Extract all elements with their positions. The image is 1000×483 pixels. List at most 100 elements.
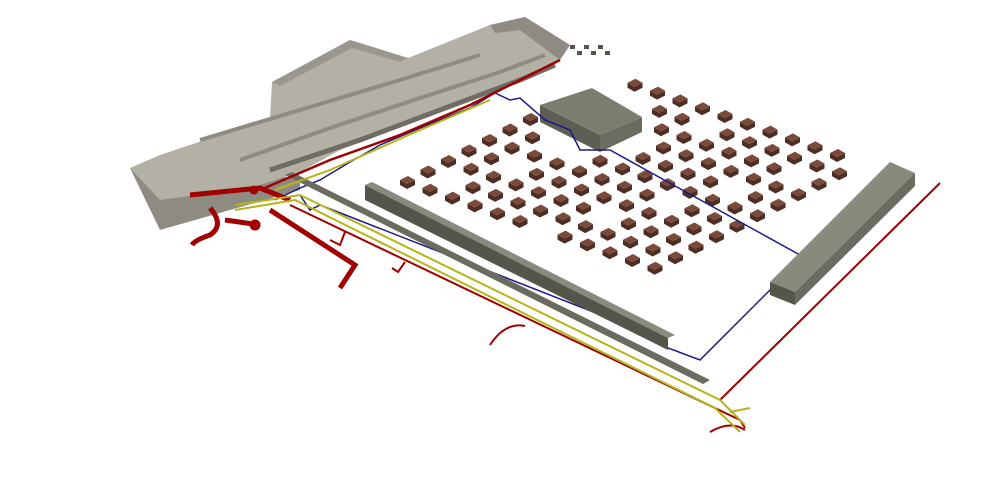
building-box-top	[627, 78, 643, 87]
building-box-side	[551, 179, 567, 189]
building-box-top	[602, 246, 618, 255]
building-box-top	[502, 123, 518, 132]
building-box-top	[551, 175, 567, 184]
building-box	[510, 196, 526, 210]
building-box-top	[832, 167, 847, 176]
building-box-side	[664, 218, 679, 228]
building-box	[770, 198, 786, 212]
building-box-side	[623, 239, 638, 249]
building-box-side	[674, 116, 690, 126]
building-box-top	[695, 102, 710, 111]
building-box-top	[490, 207, 505, 216]
building-box	[504, 141, 520, 155]
building-box-side	[770, 202, 786, 212]
building-box-top	[594, 173, 610, 181]
building-box-top	[666, 233, 681, 241]
building-box-top	[807, 141, 823, 150]
building-box	[684, 204, 700, 218]
building-box-top	[762, 125, 778, 134]
building-box	[400, 176, 415, 189]
building-box	[580, 238, 595, 252]
building-box-side	[486, 174, 501, 184]
building-box-side	[686, 226, 702, 236]
building-box	[508, 178, 524, 192]
building-box	[627, 78, 643, 92]
building-box-side	[533, 208, 548, 218]
building-box-top	[764, 143, 780, 152]
building-box-top	[557, 230, 573, 239]
building-box-top	[768, 180, 784, 189]
building-box-top	[650, 86, 665, 95]
building-box-top	[688, 240, 704, 249]
building-box	[490, 207, 505, 221]
building-box-top	[486, 170, 501, 179]
building-box-side	[709, 234, 724, 244]
building-box	[750, 209, 765, 223]
building-box-top	[707, 212, 722, 220]
red-line-upper	[259, 58, 561, 192]
building-box	[652, 104, 667, 118]
building-box	[531, 186, 546, 200]
building-box-side	[652, 108, 667, 118]
red-node-1	[249, 219, 261, 231]
building-box	[645, 243, 661, 257]
building-box-top	[748, 191, 763, 199]
yellow-lines	[234, 99, 751, 433]
building-box-side	[643, 229, 659, 239]
building-box-top	[600, 227, 616, 236]
building-box-top	[672, 94, 688, 103]
building-box-side	[762, 129, 778, 139]
building-box	[707, 212, 722, 225]
building-box-side	[596, 195, 612, 205]
building-box-top	[508, 178, 524, 187]
building-box-top	[576, 201, 591, 210]
building-box-top	[656, 141, 671, 150]
building-box-side	[811, 181, 827, 191]
building-box	[463, 162, 479, 176]
building-box-top	[484, 152, 499, 161]
building-box-side	[482, 138, 497, 147]
small-structure	[577, 51, 582, 55]
building-box-side	[488, 192, 503, 202]
wall-front-top	[365, 182, 675, 338]
platform-terrace-1	[199, 53, 481, 142]
building-box-top	[488, 188, 503, 197]
building-box-top	[723, 164, 739, 173]
building-box-side	[467, 203, 483, 213]
red-spur-2	[391, 261, 406, 274]
building-box-side	[635, 156, 651, 165]
platform-terrace-2	[239, 53, 546, 162]
building-box	[637, 170, 653, 184]
red-node-2	[249, 185, 259, 195]
building-box-top	[652, 104, 667, 113]
building-box	[555, 212, 571, 226]
building-box	[643, 225, 659, 239]
building-box-top	[674, 112, 690, 121]
building-box-side	[557, 234, 573, 244]
building-box-top	[701, 157, 716, 166]
building-box-side	[676, 135, 692, 144]
building-box-top	[527, 149, 542, 158]
building-box-side	[695, 106, 710, 116]
building-box-side	[525, 135, 540, 145]
building-box-side	[742, 140, 757, 150]
building-box-side	[602, 250, 618, 260]
building-box-top	[727, 201, 743, 210]
building-box-side	[717, 114, 733, 123]
long-wall-right	[770, 162, 915, 305]
building-box-side	[510, 200, 526, 210]
building-box	[445, 191, 460, 205]
building-box	[465, 181, 481, 195]
building-box	[729, 219, 745, 233]
building-box	[557, 230, 573, 244]
building-box	[592, 154, 608, 168]
yellow-line-2	[234, 198, 741, 433]
building-box	[727, 201, 743, 215]
building-box-side	[650, 90, 665, 100]
building-box-side	[504, 145, 520, 155]
building-box	[553, 194, 569, 207]
building-box	[768, 180, 784, 194]
building-box-top	[717, 110, 733, 118]
building-box-side	[787, 155, 802, 165]
